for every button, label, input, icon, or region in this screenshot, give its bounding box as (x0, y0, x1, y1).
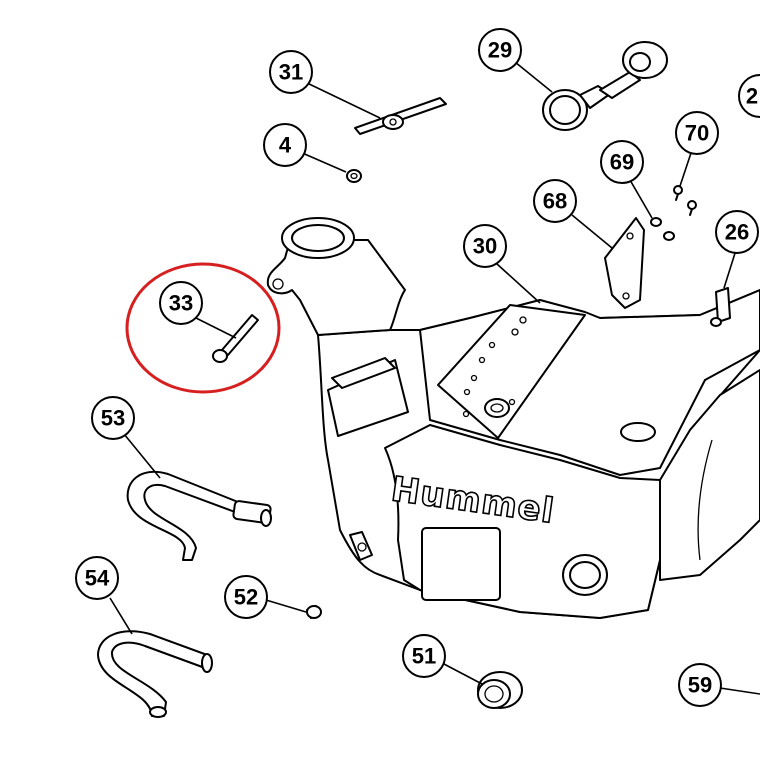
svg-text:68: 68 (543, 189, 567, 214)
callout-68: 68 (533, 179, 577, 223)
tank-body-part-30 (317, 289, 760, 619)
callout-54: 54 (75, 556, 119, 600)
callout-69: 69 (600, 140, 644, 184)
screws-part-70 (673, 149, 697, 216)
leader-part-30 (496, 263, 541, 304)
screw-part-52 (265, 599, 322, 619)
callout-31: 31 (269, 50, 313, 94)
svg-text:52: 52 (234, 585, 258, 610)
svg-text:59: 59 (688, 673, 712, 698)
callout-51: 51 (402, 634, 446, 678)
callout-2-partial: 2 (738, 74, 760, 118)
callout-30: 30 (463, 224, 507, 268)
svg-text:30: 30 (473, 234, 497, 259)
washer-part-4 (299, 151, 362, 183)
filler-neck (266, 217, 409, 437)
bolt-part-33 (195, 314, 259, 363)
svg-text:31: 31 (279, 60, 303, 85)
hose-part-53 (123, 433, 272, 561)
callout-70: 70 (675, 111, 719, 155)
svg-text:53: 53 (101, 406, 125, 431)
svg-text:54: 54 (85, 566, 110, 591)
standoff-part-26 (710, 249, 737, 327)
svg-text:2: 2 (746, 84, 758, 109)
callout-26: 26 (715, 210, 759, 254)
svg-text:70: 70 (685, 121, 709, 146)
callout-33: 33 (159, 281, 203, 325)
grommet-part-51 (443, 663, 523, 709)
svg-text:51: 51 (412, 644, 436, 669)
pin-part-31 (304, 81, 447, 135)
callout-4: 4 (263, 123, 307, 167)
svg-text:69: 69 (610, 150, 634, 175)
leader-part-59 (719, 687, 760, 695)
callout-52: 52 (224, 575, 268, 619)
highlight-circle (125, 262, 281, 394)
bracket-part-68 (571, 214, 645, 309)
callout-59: 59 (678, 663, 722, 707)
svg-text:29: 29 (488, 38, 512, 63)
callout-29: 29 (478, 28, 522, 72)
svg-text:33: 33 (169, 291, 193, 316)
hose-part-54 (97, 597, 213, 718)
svg-text:4: 4 (279, 133, 292, 158)
washers-part-69 (629, 179, 675, 241)
svg-text:26: 26 (725, 220, 749, 245)
callout-53: 53 (91, 396, 135, 440)
clamp-part-29 (514, 41, 668, 131)
